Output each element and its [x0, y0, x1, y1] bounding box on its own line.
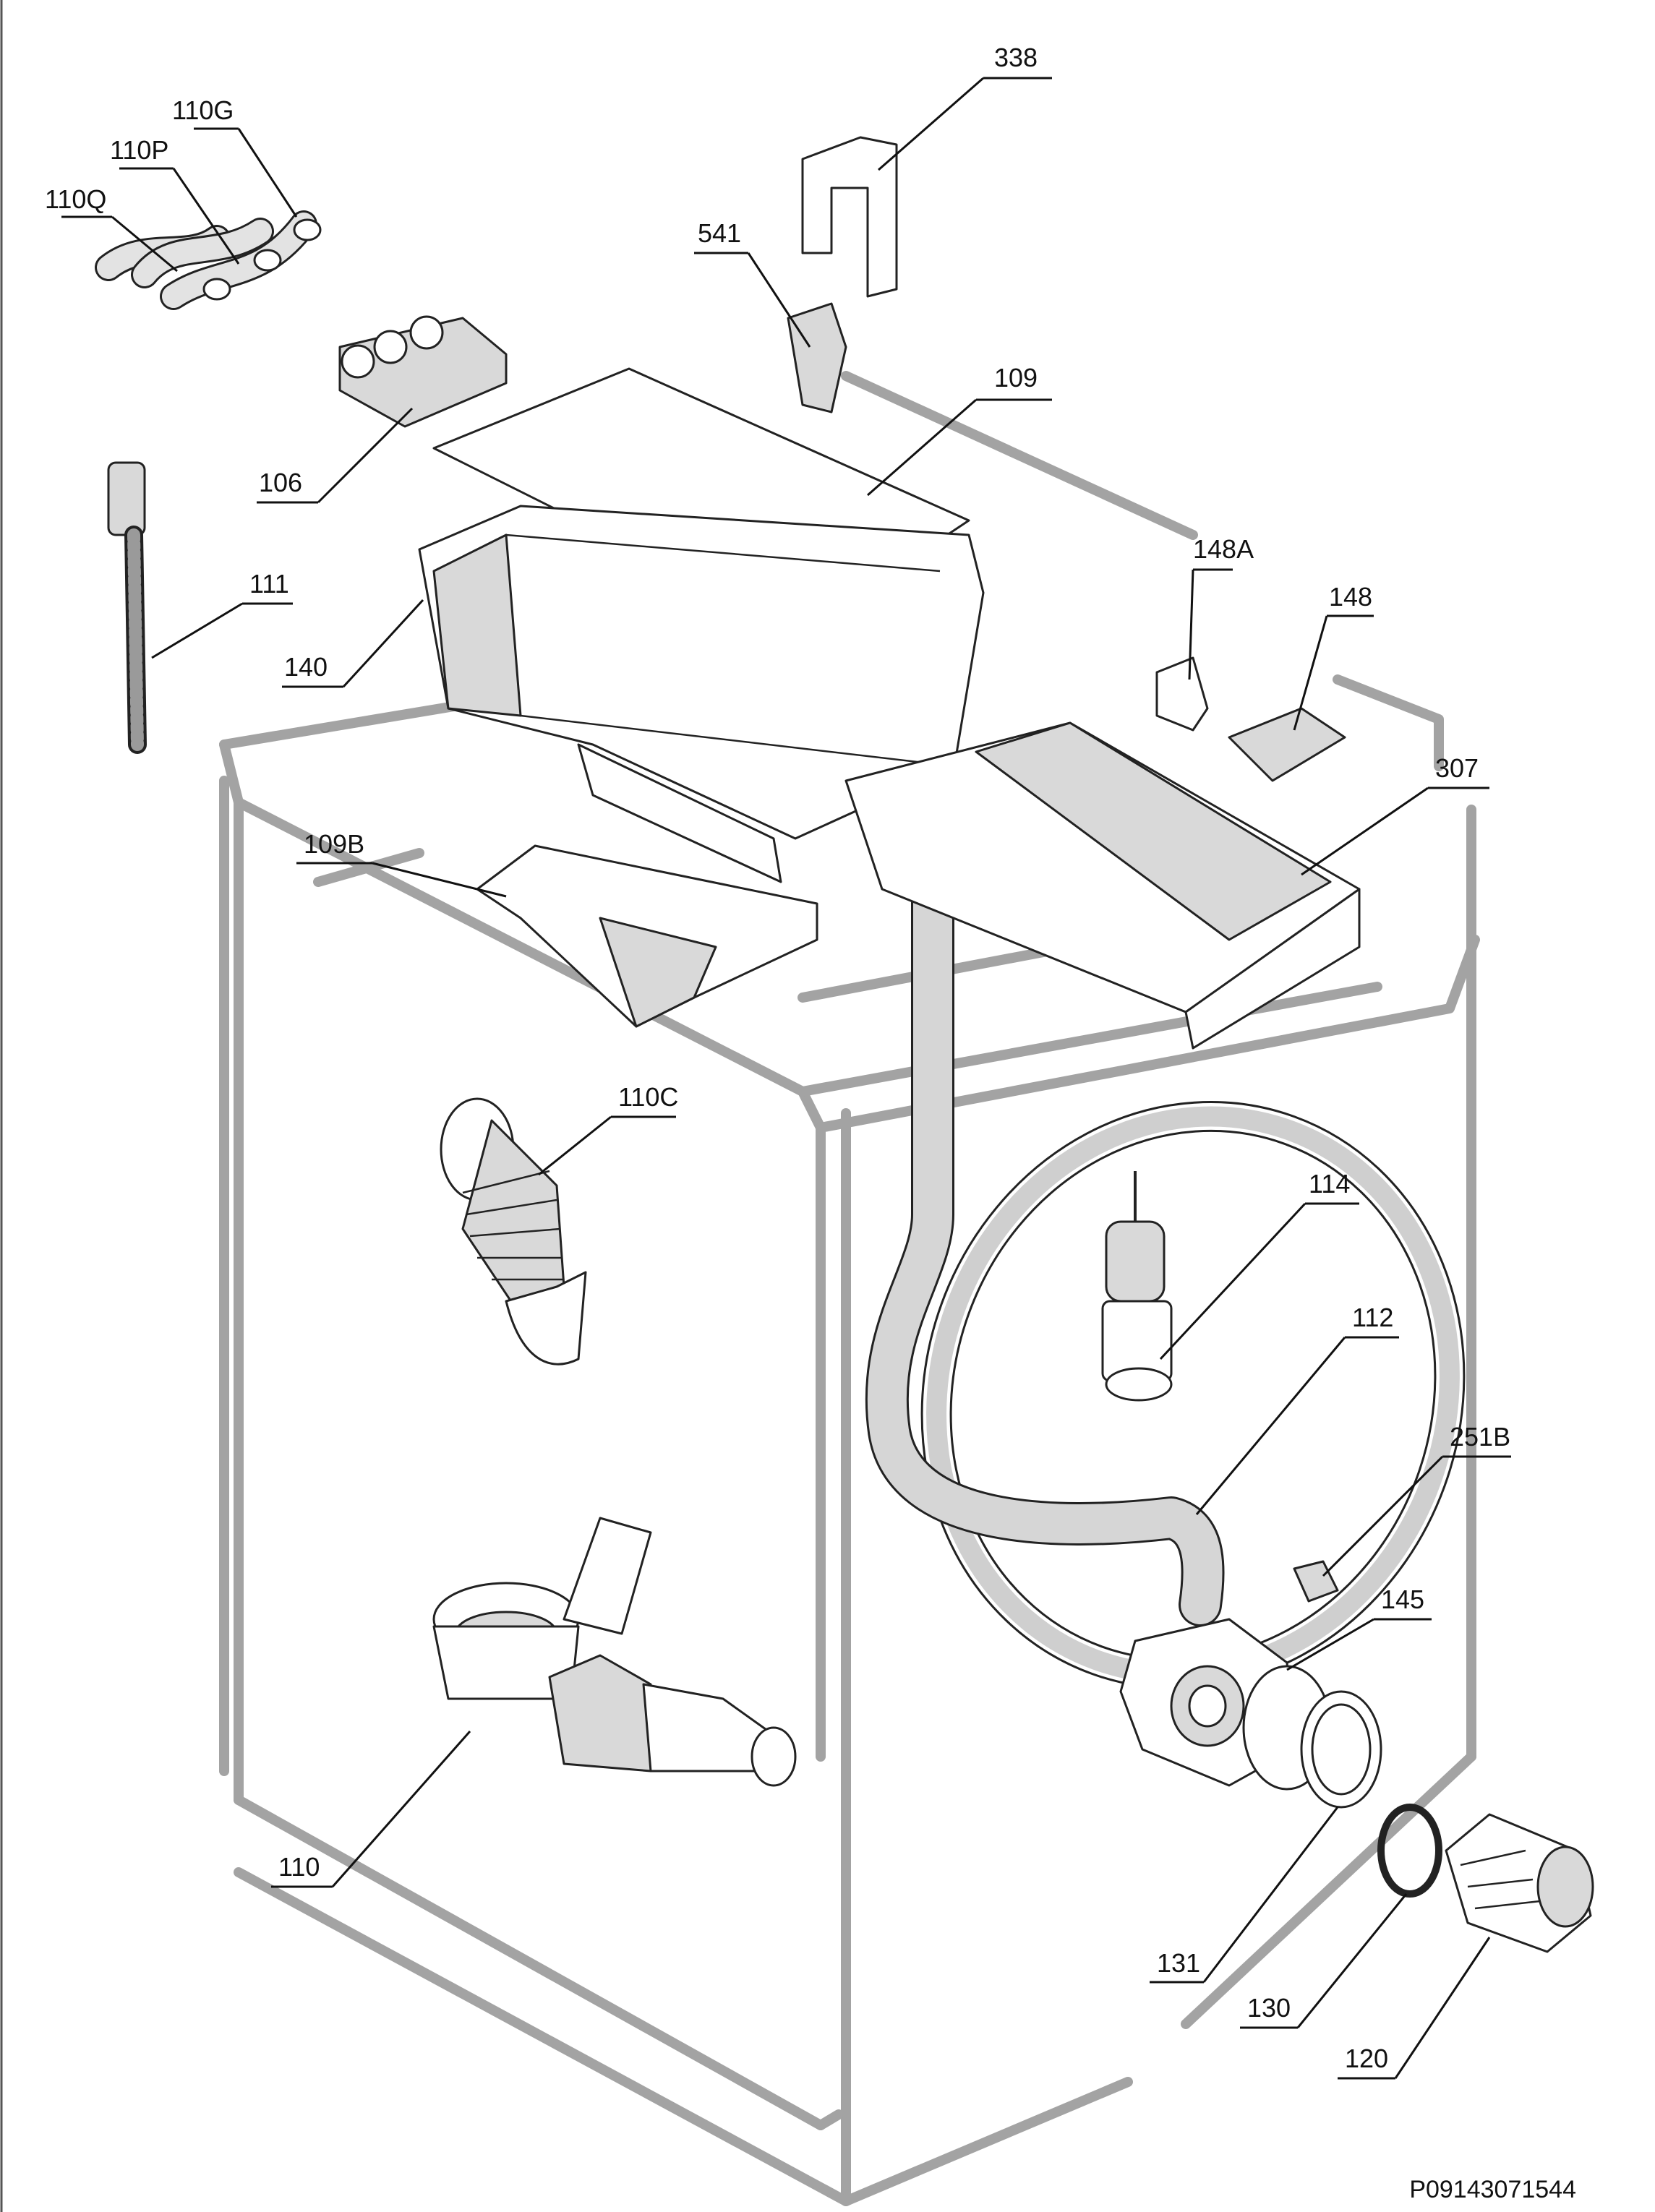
hoses-110-gpq	[95, 210, 322, 310]
sensor-114	[1101, 1171, 1173, 1402]
svg-text:114: 114	[1309, 1169, 1350, 1199]
svg-text:130: 130	[1247, 1993, 1291, 2023]
door-seal-ring	[920, 1100, 1466, 1690]
callout-110p: 110P	[110, 135, 240, 265]
svg-text:106: 106	[259, 468, 302, 497]
svg-text:110: 110	[278, 1852, 320, 1882]
seal-131	[1300, 1690, 1382, 1809]
callout-251b: 251B	[1322, 1422, 1511, 1577]
svg-text:148: 148	[1329, 582, 1372, 612]
callout-148: 148	[1293, 582, 1374, 731]
svg-text:541: 541	[698, 218, 741, 248]
callout-338: 338	[878, 43, 1052, 171]
tray-109b	[476, 844, 818, 1028]
callout-109b: 109B	[296, 829, 507, 898]
bracket-148a	[1155, 656, 1209, 732]
callout-148a: 148A	[1188, 534, 1254, 680]
callout-110: 110	[271, 1731, 471, 1888]
callout-120: 120	[1338, 1937, 1491, 2080]
oring-130	[1377, 1804, 1442, 1898]
svg-text:251B: 251B	[1450, 1422, 1510, 1452]
callout-111: 111	[151, 569, 293, 659]
clip-541	[787, 302, 847, 413]
svg-text:120: 120	[1345, 2044, 1388, 2073]
callout-110q: 110Q	[45, 184, 178, 273]
callout-110c: 110C	[538, 1082, 678, 1176]
sump-hose-110	[432, 1517, 797, 1787]
svg-text:140: 140	[284, 652, 328, 682]
valve-106	[338, 315, 508, 428]
svg-text:110Q: 110Q	[45, 184, 106, 214]
inlet-hose-111	[107, 461, 147, 754]
svg-text:131: 131	[1157, 1948, 1200, 1978]
callout-110g: 110G	[172, 95, 298, 218]
callout-145: 145	[1286, 1585, 1432, 1671]
svg-text:110C: 110C	[618, 1082, 678, 1112]
drawer-307	[844, 721, 1361, 1050]
bracket-338	[801, 136, 898, 298]
callout-109: 109	[867, 363, 1052, 497]
callout-112: 112	[1195, 1303, 1399, 1515]
filter-120	[1445, 1813, 1594, 1953]
callout-140: 140	[282, 599, 424, 688]
drain-hose-112	[865, 701, 1225, 1626]
svg-text:112: 112	[1352, 1303, 1393, 1332]
callout-106: 106	[257, 407, 414, 504]
svg-text:307: 307	[1435, 753, 1479, 783]
callout-130: 130	[1240, 1893, 1408, 2029]
latch-148	[1228, 707, 1346, 782]
svg-text:110G: 110G	[172, 95, 234, 125]
callout-114: 114	[1159, 1169, 1359, 1360]
svg-text:145: 145	[1381, 1585, 1424, 1614]
svg-text:148A: 148A	[1193, 534, 1254, 564]
diagram-code: P09143071544	[1409, 2176, 1576, 2203]
svg-text:338: 338	[994, 43, 1038, 72]
callouts: 338 110G 110P 110Q 541 109	[45, 43, 1511, 2080]
svg-text:111: 111	[249, 569, 289, 599]
callout-131: 131	[1150, 1806, 1339, 1984]
dispenser-109-140	[418, 367, 985, 883]
svg-text:110P: 110P	[110, 135, 168, 165]
svg-text:109B: 109B	[304, 829, 364, 859]
callout-307: 307	[1301, 753, 1489, 876]
pump-145	[1119, 1618, 1332, 1791]
callout-541: 541	[694, 218, 811, 348]
bellows-110c	[440, 1097, 587, 1366]
svg-text:109: 109	[994, 363, 1038, 393]
